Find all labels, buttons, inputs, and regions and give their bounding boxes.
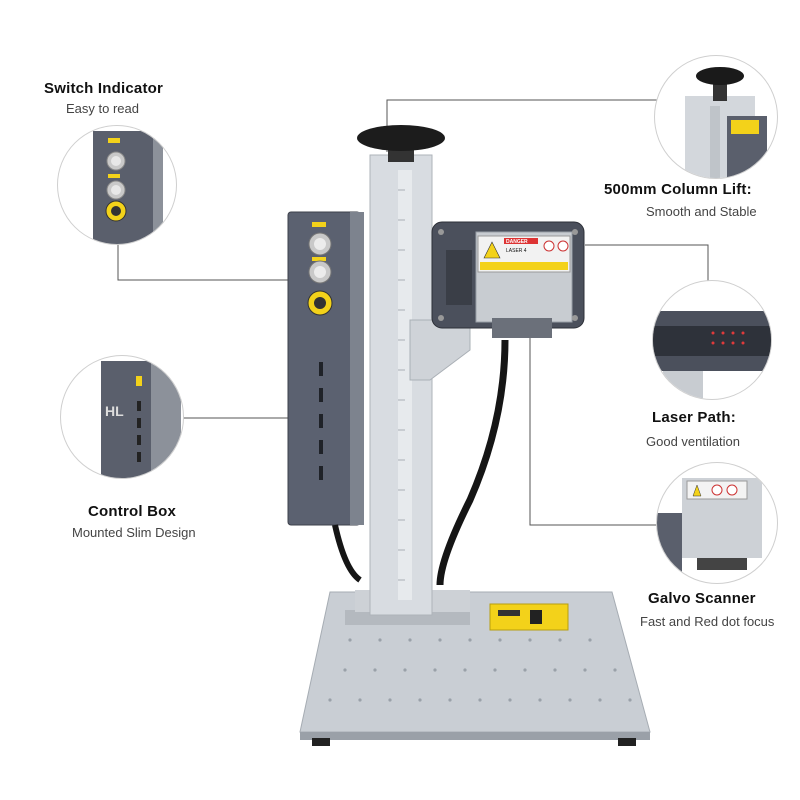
galvo-scanner-title: Galvo Scanner: [648, 590, 756, 607]
svg-text:DANGER: DANGER: [506, 239, 528, 245]
column-lift-title: 500mm Column Lift:: [604, 181, 752, 198]
column-lift-subtitle: Smooth and Stable: [646, 204, 757, 219]
switch-indicator-detail-image: [57, 125, 177, 245]
fiber-cable: [436, 339, 509, 586]
svg-text:LASER 4: LASER 4: [506, 248, 527, 254]
svg-text:HL: HL: [105, 403, 124, 419]
galvo-scanner-subtitle: Fast and Red dot focus: [640, 614, 775, 629]
table-holes: [328, 638, 632, 702]
column-lift-detail-image: [654, 55, 778, 179]
laser-path-subtitle: Good ventilation: [646, 434, 740, 449]
control-box-detail-image: HL: [60, 355, 184, 479]
control-box-subtitle: Mounted Slim Design: [72, 525, 196, 540]
laser-path-title: Laser Path:: [652, 409, 736, 426]
galvo-scanner-detail-image: [656, 462, 778, 584]
laser-path-detail-image: [652, 280, 772, 400]
switch-indicator-title: Switch Indicator: [44, 80, 164, 97]
switch-indicator-subtitle: Easy to read: [66, 101, 139, 116]
lift-knob: [357, 125, 445, 151]
control-box-title: Control Box: [88, 503, 177, 520]
base-info-sticker: [489, 603, 569, 631]
